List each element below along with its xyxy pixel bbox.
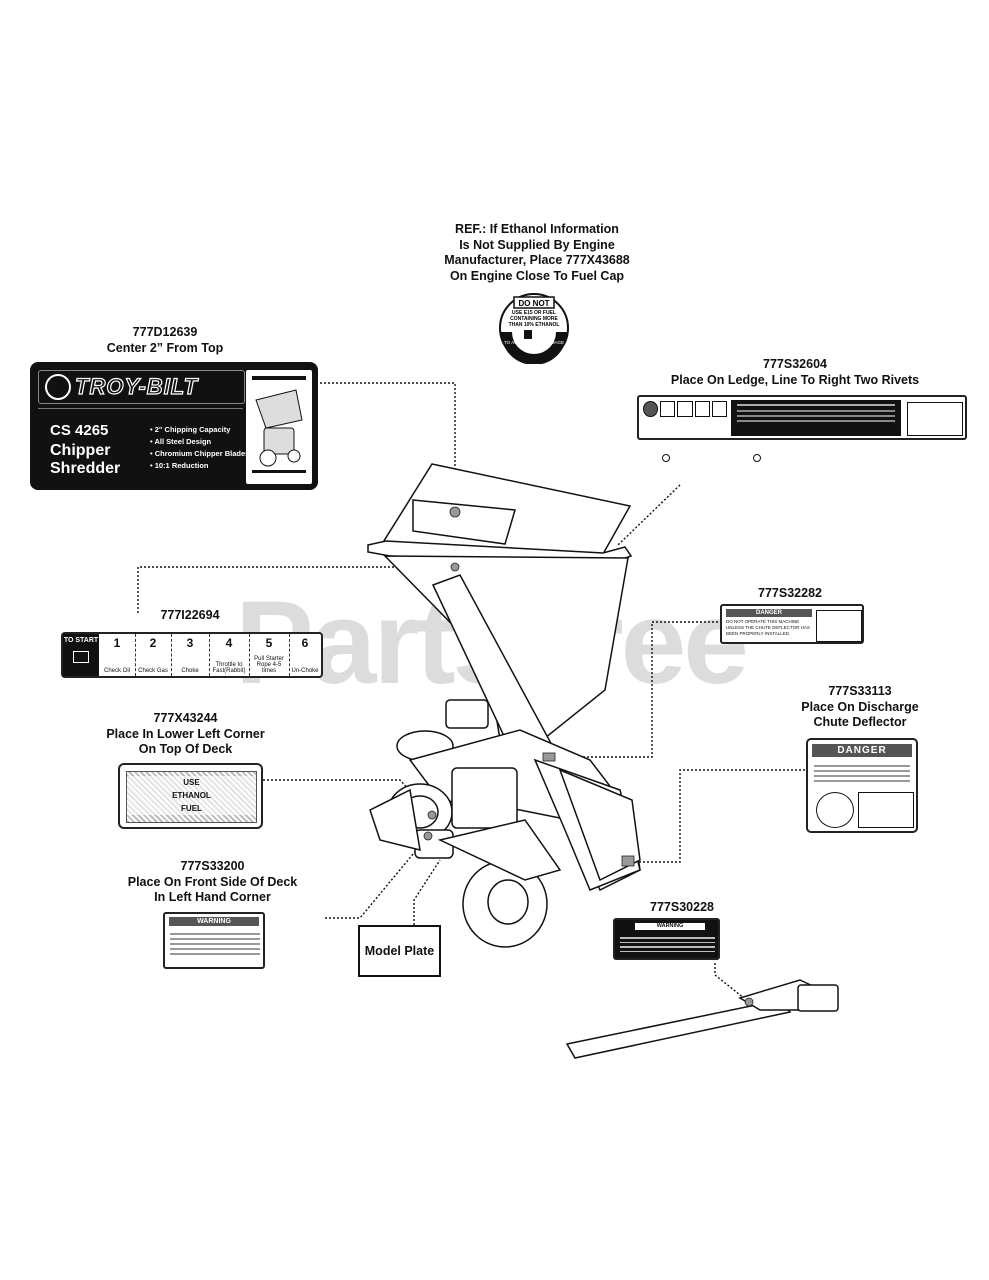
placement-note: Chute Deflector [813, 715, 907, 729]
callout-line: On Engine Close To Fuel Cap [449, 268, 625, 283]
placement-note: Place In Lower Left Corner [106, 726, 265, 741]
s32604-icons [643, 401, 728, 421]
brand-logo-icon [45, 374, 71, 400]
hazard-icon [694, 401, 710, 417]
danger-title: DANGER [812, 744, 912, 757]
rivet-icon [753, 454, 761, 462]
callout-line: REF.: If Ethanol Information [455, 222, 619, 236]
to-start-text: TO START [63, 637, 99, 644]
x43244-decal: USE ETHANOL FUEL [118, 763, 263, 829]
warning-title: WARNING [169, 917, 259, 926]
hazard-icon [660, 401, 676, 417]
s33113-callout: 777S33113 Place On Discharge Chute Defle… [790, 684, 930, 731]
s32282-callout: 777S32282 [750, 586, 830, 602]
brand-name-1: Chipper [50, 442, 111, 459]
x43244-pattern: USE ETHANOL FUEL [126, 771, 257, 823]
s33113-decal: DANGER [806, 738, 918, 833]
brand-features: • 2" Chipping Capacity • All Steel Desig… [150, 424, 249, 472]
chipper-illustration-icon [252, 376, 306, 473]
feature-item: • All Steel Design [150, 437, 212, 446]
s32604-decal [637, 395, 967, 440]
warning-triangle-icon [711, 401, 728, 417]
model-plate: Model Plate [358, 925, 441, 977]
hand-hazard-icon [816, 610, 862, 642]
warning-text [170, 930, 260, 958]
s32604-text-block [731, 400, 901, 436]
warning-text [620, 934, 715, 955]
s32604-callout: 777S32604 Place On Ledge, Line To Right … [655, 357, 935, 388]
callout-line: Manufacturer, Place 777X43688 [444, 253, 630, 267]
part-number: 777X43244 [153, 711, 218, 725]
part-number: 777S33200 [180, 859, 245, 873]
placement-note: Place On Discharge [801, 699, 919, 714]
s32282-text: DO NOT OPERATE THIS MACHINE UNLESS THE C… [726, 619, 810, 636]
placement-note: On Top Of Deck [138, 742, 233, 756]
s32604-pictogram [907, 402, 963, 436]
placement-note: Place On Ledge, Line To Right Two Rivets [670, 372, 920, 387]
part-number: 777I22694 [160, 608, 220, 622]
feature-item: • 10:1 Reduction [150, 461, 209, 470]
feature-item: • Chromium Chipper Blades [150, 449, 250, 458]
s32282-decal: DANGER DO NOT OPERATE THIS MACHINE UNLES… [720, 604, 864, 644]
hazard-icon [677, 401, 693, 417]
placement-note: Place On Front Side Of Deck [127, 874, 298, 889]
debris-hazard-icon [816, 792, 854, 828]
rivet-icon [662, 454, 670, 462]
placement-note: In Left Hand Corner [154, 890, 271, 904]
ethanol-decal: DO NOT USE E15 OR FUEL CONTAINING MORE T… [499, 293, 569, 364]
placement-note: Center 2” From Top [106, 340, 224, 355]
i22694-callout: 777I22694 [150, 608, 230, 624]
feature-item: • 2" Chipping Capacity [150, 425, 231, 434]
part-number: 777S33113 [828, 684, 892, 698]
brand-logo-bar: TROY-BILT [38, 370, 245, 404]
brand-name-2: Shredder [50, 460, 121, 477]
s33200-callout: 777S33200 Place On Front Side Of Deck In… [115, 859, 310, 906]
hazard-icon [643, 401, 659, 417]
part-number: 777D12639 [132, 325, 198, 339]
callout-line: Is Not Supplied By Engine [459, 237, 615, 252]
ethanol-decal-text: USE E15 OR FUEL [512, 310, 556, 316]
part-number: 777S32282 [758, 586, 822, 600]
x43244-text: USE ETHANOL FUEL [127, 776, 256, 815]
ethanol-decal-text: CONTAINING MORE [510, 316, 558, 322]
start-label: TO START [63, 634, 99, 676]
s30228-decal: WARNING [613, 918, 720, 960]
brand-decal: TROY-BILT CS 4265 Chipper Shredder • 2" … [30, 362, 318, 490]
brand-model: CS 4265 [50, 422, 109, 439]
brand-logo-text: TROY-BILT [74, 373, 199, 399]
s30228-callout: 777S30228 [642, 900, 722, 916]
x43244-callout: 777X43244 Place In Lower Left Corner On … [98, 711, 273, 758]
ethanol-decal-title: DO NOT [518, 299, 549, 308]
start-icon [73, 651, 89, 663]
s33200-decal: WARNING [163, 912, 265, 969]
d12639-callout: 777D12639 Center 2” From Top [85, 325, 245, 356]
part-number: 777S30228 [650, 900, 714, 914]
ethanol-callout: REF.: If Ethanol Information Is Not Supp… [432, 222, 642, 284]
danger-text [814, 762, 910, 785]
ethanol-decal-ring-text: TO AVOID ENGINE DAMAGE [504, 340, 564, 345]
part-number: 777S32604 [763, 357, 827, 371]
s32282-title: DANGER [726, 609, 812, 617]
ethanol-decal-text: THAN 10% ETHANOL [509, 322, 560, 328]
hand-hazard-icon [858, 792, 914, 828]
brand-illustration [246, 370, 312, 484]
warning-title: WARNING [635, 923, 705, 930]
